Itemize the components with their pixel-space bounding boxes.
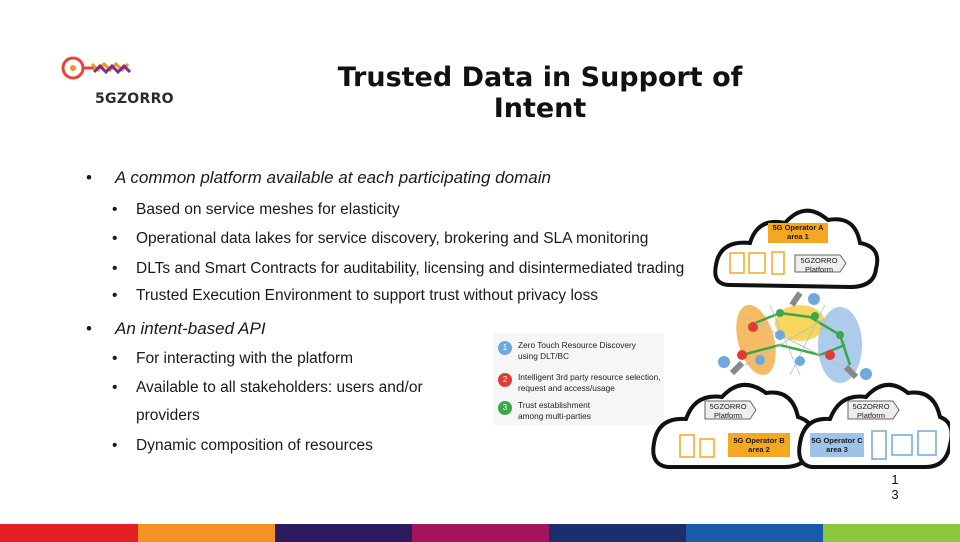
logo-text: 5GZORRO <box>95 91 174 107</box>
footer-segment <box>823 524 960 542</box>
legend-number-badge: 3 <box>498 401 512 415</box>
footer-segment <box>686 524 823 542</box>
logo-icon <box>61 56 132 80</box>
footer-segment <box>0 524 138 542</box>
legend-number-badge: 2 <box>498 373 512 387</box>
diagram-graphic <box>651 208 954 469</box>
footer-color-strip <box>0 524 960 542</box>
footer-segment <box>275 524 412 542</box>
footer-segment <box>549 524 686 542</box>
legend-number-badge: 1 <box>498 341 512 355</box>
footer-segment <box>412 524 549 542</box>
logo: 5GZORRO <box>60 52 174 110</box>
footer-segment <box>138 524 275 542</box>
page-title: Trusted Data in Support of Intent <box>337 62 743 124</box>
